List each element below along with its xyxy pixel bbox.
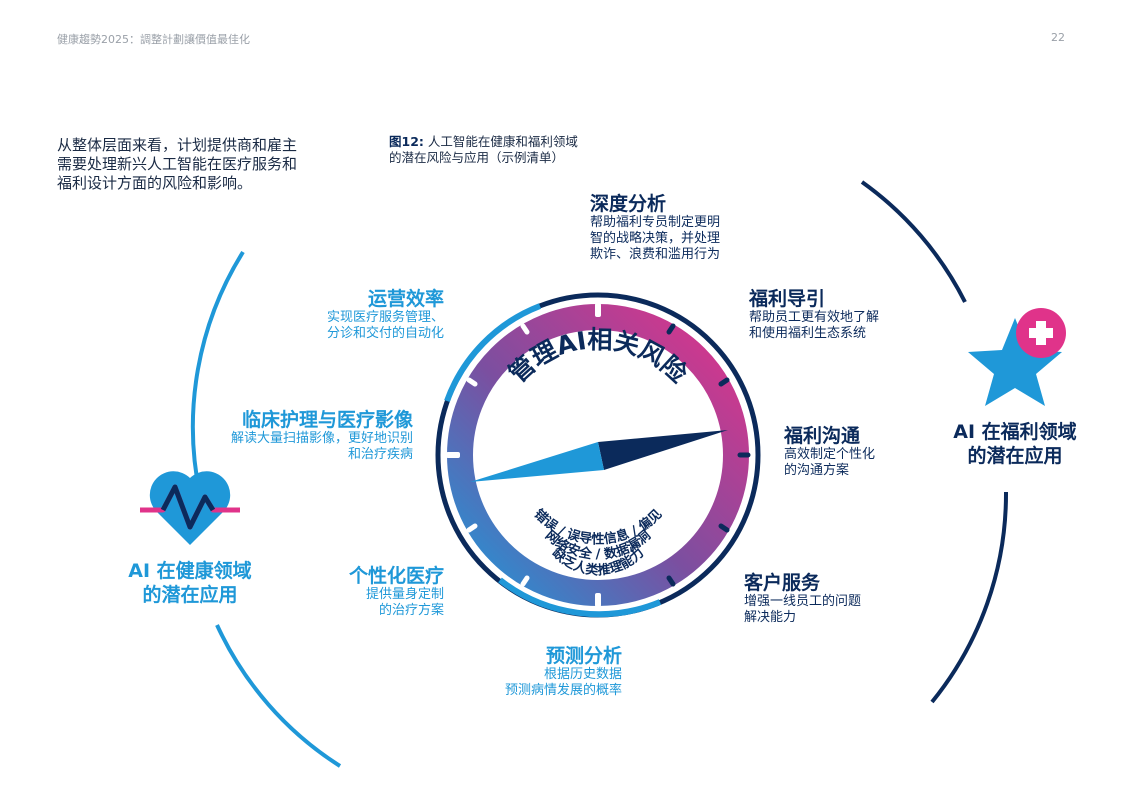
- item-title: 临床护理与医疗影像: [241, 409, 413, 431]
- group-title-line: AI 在健康领域: [128, 560, 252, 582]
- star-plus-icon: [968, 308, 1066, 406]
- item-title: 个性化医疗: [348, 565, 444, 587]
- benefit-item-navigation: 福利导引 帮助员工更有效地了解 和使用福利生态系统: [749, 288, 879, 342]
- health-outer-arc-lower: [215, 624, 342, 768]
- item-desc: 根据历史数据: [543, 667, 622, 682]
- item-desc: 分诊和交付的自动化: [326, 326, 444, 341]
- item-desc: 实现医疗服务管理、: [326, 310, 444, 325]
- item-desc: 智的战略决策，并处理: [590, 231, 721, 246]
- health-item-operations: 运营效率 实现医疗服务管理、 分诊和交付的自动化: [327, 288, 444, 342]
- item-desc: 预测病情发展的概率: [504, 683, 622, 698]
- item-desc: 增强一线员工的问题: [744, 594, 862, 609]
- benefit-item-customer-service: 客户服务 增强一线员工的问题 解决能力: [744, 572, 861, 626]
- benefits-outer-arc-lower: [930, 491, 1009, 704]
- figure-caption: 图12: 人工智能在健康和福利领域 的潜在风险与应用（示例清单）: [389, 134, 578, 166]
- intro-line: 需要处理新兴人工智能在医疗服务和: [57, 155, 298, 173]
- item-title: 福利沟通: [784, 425, 861, 447]
- benefits-outer-arc: [860, 180, 967, 303]
- item-title: 运营效率: [367, 288, 444, 310]
- benefits-group-title: AI 在福利领域 的潜在应用: [935, 420, 1095, 468]
- item-desc: 解读大量扫描影像，更好地识别: [230, 431, 413, 446]
- item-desc: 帮助员工更有效地了解: [749, 310, 880, 325]
- health-item-personalized-medicine: 个性化医疗 提供量身定制 的治疗方案: [349, 565, 444, 619]
- item-title: 预测分析: [545, 645, 622, 667]
- benefit-item-deep-analysis: 深度分析 帮助福利专员制定更明 智的战略决策，并处理 欺诈、浪费和滥用行为: [590, 193, 720, 263]
- heart-pulse-icon: [140, 471, 240, 545]
- item-desc: 和使用福利生态系统: [749, 326, 867, 341]
- item-desc: 的治疗方案: [378, 603, 444, 618]
- intro-line: 福利设计方面的风险和影响。: [57, 174, 253, 192]
- document-header: 健康趨勢2025：調整計劃讓價值最佳化: [57, 33, 250, 46]
- health-item-clinical-imaging: 临床护理与医疗影像 解读大量扫描影像，更好地识别 和治疗疾病: [231, 409, 413, 463]
- item-title: 福利导引: [749, 288, 826, 310]
- group-title-line: 的潜在应用: [967, 445, 1063, 467]
- intro-paragraph: 从整体层面来看，计划提供商和雇主 需要处理新兴人工智能在医疗服务和 福利设计方面…: [57, 136, 337, 193]
- item-desc: 提供量身定制: [365, 587, 444, 602]
- group-title-line: AI 在福利领域: [953, 421, 1077, 443]
- intro-line: 从整体层面来看，计划提供商和雇主: [57, 136, 298, 154]
- item-desc: 高效制定个性化: [784, 447, 876, 462]
- group-title-line: 的潜在应用: [142, 584, 238, 606]
- health-outer-arc: [190, 250, 245, 496]
- item-desc: 解决能力: [744, 610, 797, 625]
- item-desc: 欺诈、浪费和滥用行为: [590, 247, 721, 262]
- item-desc: 和治疗疾病: [347, 447, 413, 462]
- figure-label: 图12:: [389, 134, 424, 149]
- risk-dial: [435, 292, 761, 618]
- health-group-title: AI 在健康领域 的潜在应用: [110, 559, 270, 607]
- health-item-predictive-analysis: 预测分析 根据历史数据 预测病情发展的概率: [505, 645, 622, 699]
- page-number: 22: [1051, 31, 1065, 44]
- item-title: 客户服务: [744, 572, 821, 594]
- item-desc: 的沟通方案: [784, 463, 850, 478]
- figure-caption-line: 人工智能在健康和福利领域: [427, 134, 578, 149]
- benefit-item-communication: 福利沟通 高效制定个性化 的沟通方案: [784, 425, 875, 479]
- item-title: 深度分析: [590, 193, 667, 215]
- figure-caption-line: 的潜在风险与应用（示例清单）: [389, 150, 565, 165]
- item-desc: 帮助福利专员制定更明: [590, 215, 721, 230]
